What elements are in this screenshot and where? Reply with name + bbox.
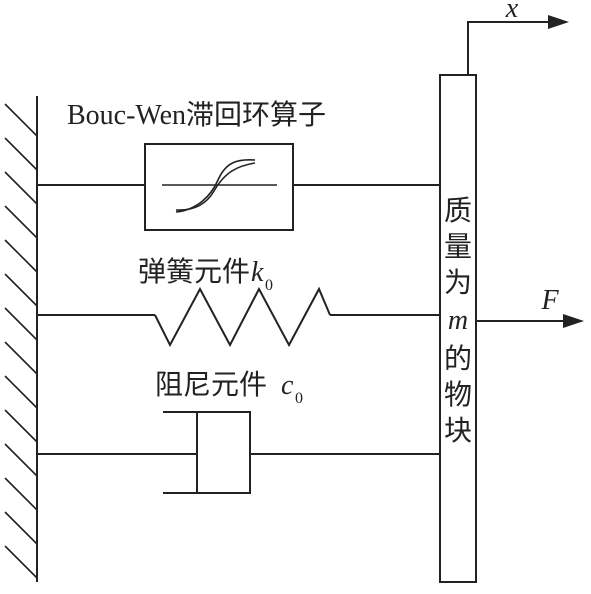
wall-hatch-line (4, 443, 38, 477)
wall-hatching (4, 103, 38, 579)
displacement-label: x (505, 0, 519, 24)
wall-hatch-line (4, 545, 38, 579)
wall-hatch-line (4, 511, 38, 545)
force-label: F (540, 285, 559, 316)
damper-label-group: 阻尼元件 c 0 (155, 369, 303, 407)
hysteresis-upper-curve (175, 159, 256, 213)
wall-hatch-line (4, 375, 38, 409)
force-arrow: F (476, 285, 584, 328)
mass-block-character: 物 (444, 378, 472, 411)
mass-block: 质 量 为 m 的 物 块 (439, 74, 477, 583)
wall-hatch-line (4, 273, 38, 307)
damper-coefficient-symbol: c (281, 370, 294, 401)
wall-hatch-line (4, 171, 38, 205)
mass-symbol: m (448, 305, 468, 336)
damper-branch (37, 411, 440, 494)
wall-hatch-line (4, 307, 38, 341)
spring-element (154, 286, 331, 348)
mass-block-character: 块 (444, 414, 472, 447)
hysteresis-operator-label: Bouc-Wen滞回环算子 (67, 99, 326, 131)
mass-block-character: 为 (444, 266, 472, 299)
mass-block-character: 质 (444, 194, 472, 227)
wall-hatch-line (4, 137, 38, 171)
wall-hatch-line (4, 205, 38, 239)
spring-stiffness-subscript: 0 (265, 277, 273, 294)
wall-hatch-line (4, 239, 38, 273)
wall-hatch-line (4, 409, 38, 443)
damper-label-prefix: 阻尼元件 (155, 369, 267, 401)
mass-block-character: 量 (444, 230, 472, 263)
hysteresis-branch (37, 143, 440, 231)
damper-cylinder (163, 411, 251, 494)
displacement-arrow: x (467, 0, 569, 75)
wall (4, 96, 38, 582)
damper-coefficient-subscript: 0 (295, 390, 303, 407)
hysteresis-operator-box (144, 143, 294, 231)
spring-branch (37, 286, 440, 348)
force-arrowhead-icon (563, 314, 584, 328)
spring-label-prefix: 弹簧元件 (138, 256, 250, 288)
hysteresis-lower-curve (175, 162, 256, 211)
spring-stiffness-symbol: k (251, 257, 264, 288)
wall-hatch-line (4, 341, 38, 375)
mass-block-character: 的 (444, 342, 472, 375)
mass-block-rectangle (439, 74, 477, 583)
wall-hatch-line (4, 477, 38, 511)
displacement-arrowhead-icon (548, 15, 569, 29)
displacement-arrow-line (467, 21, 548, 75)
spring-label-group: 弹簧元件 k 0 (138, 256, 273, 294)
wall-hatch-line (4, 103, 38, 137)
